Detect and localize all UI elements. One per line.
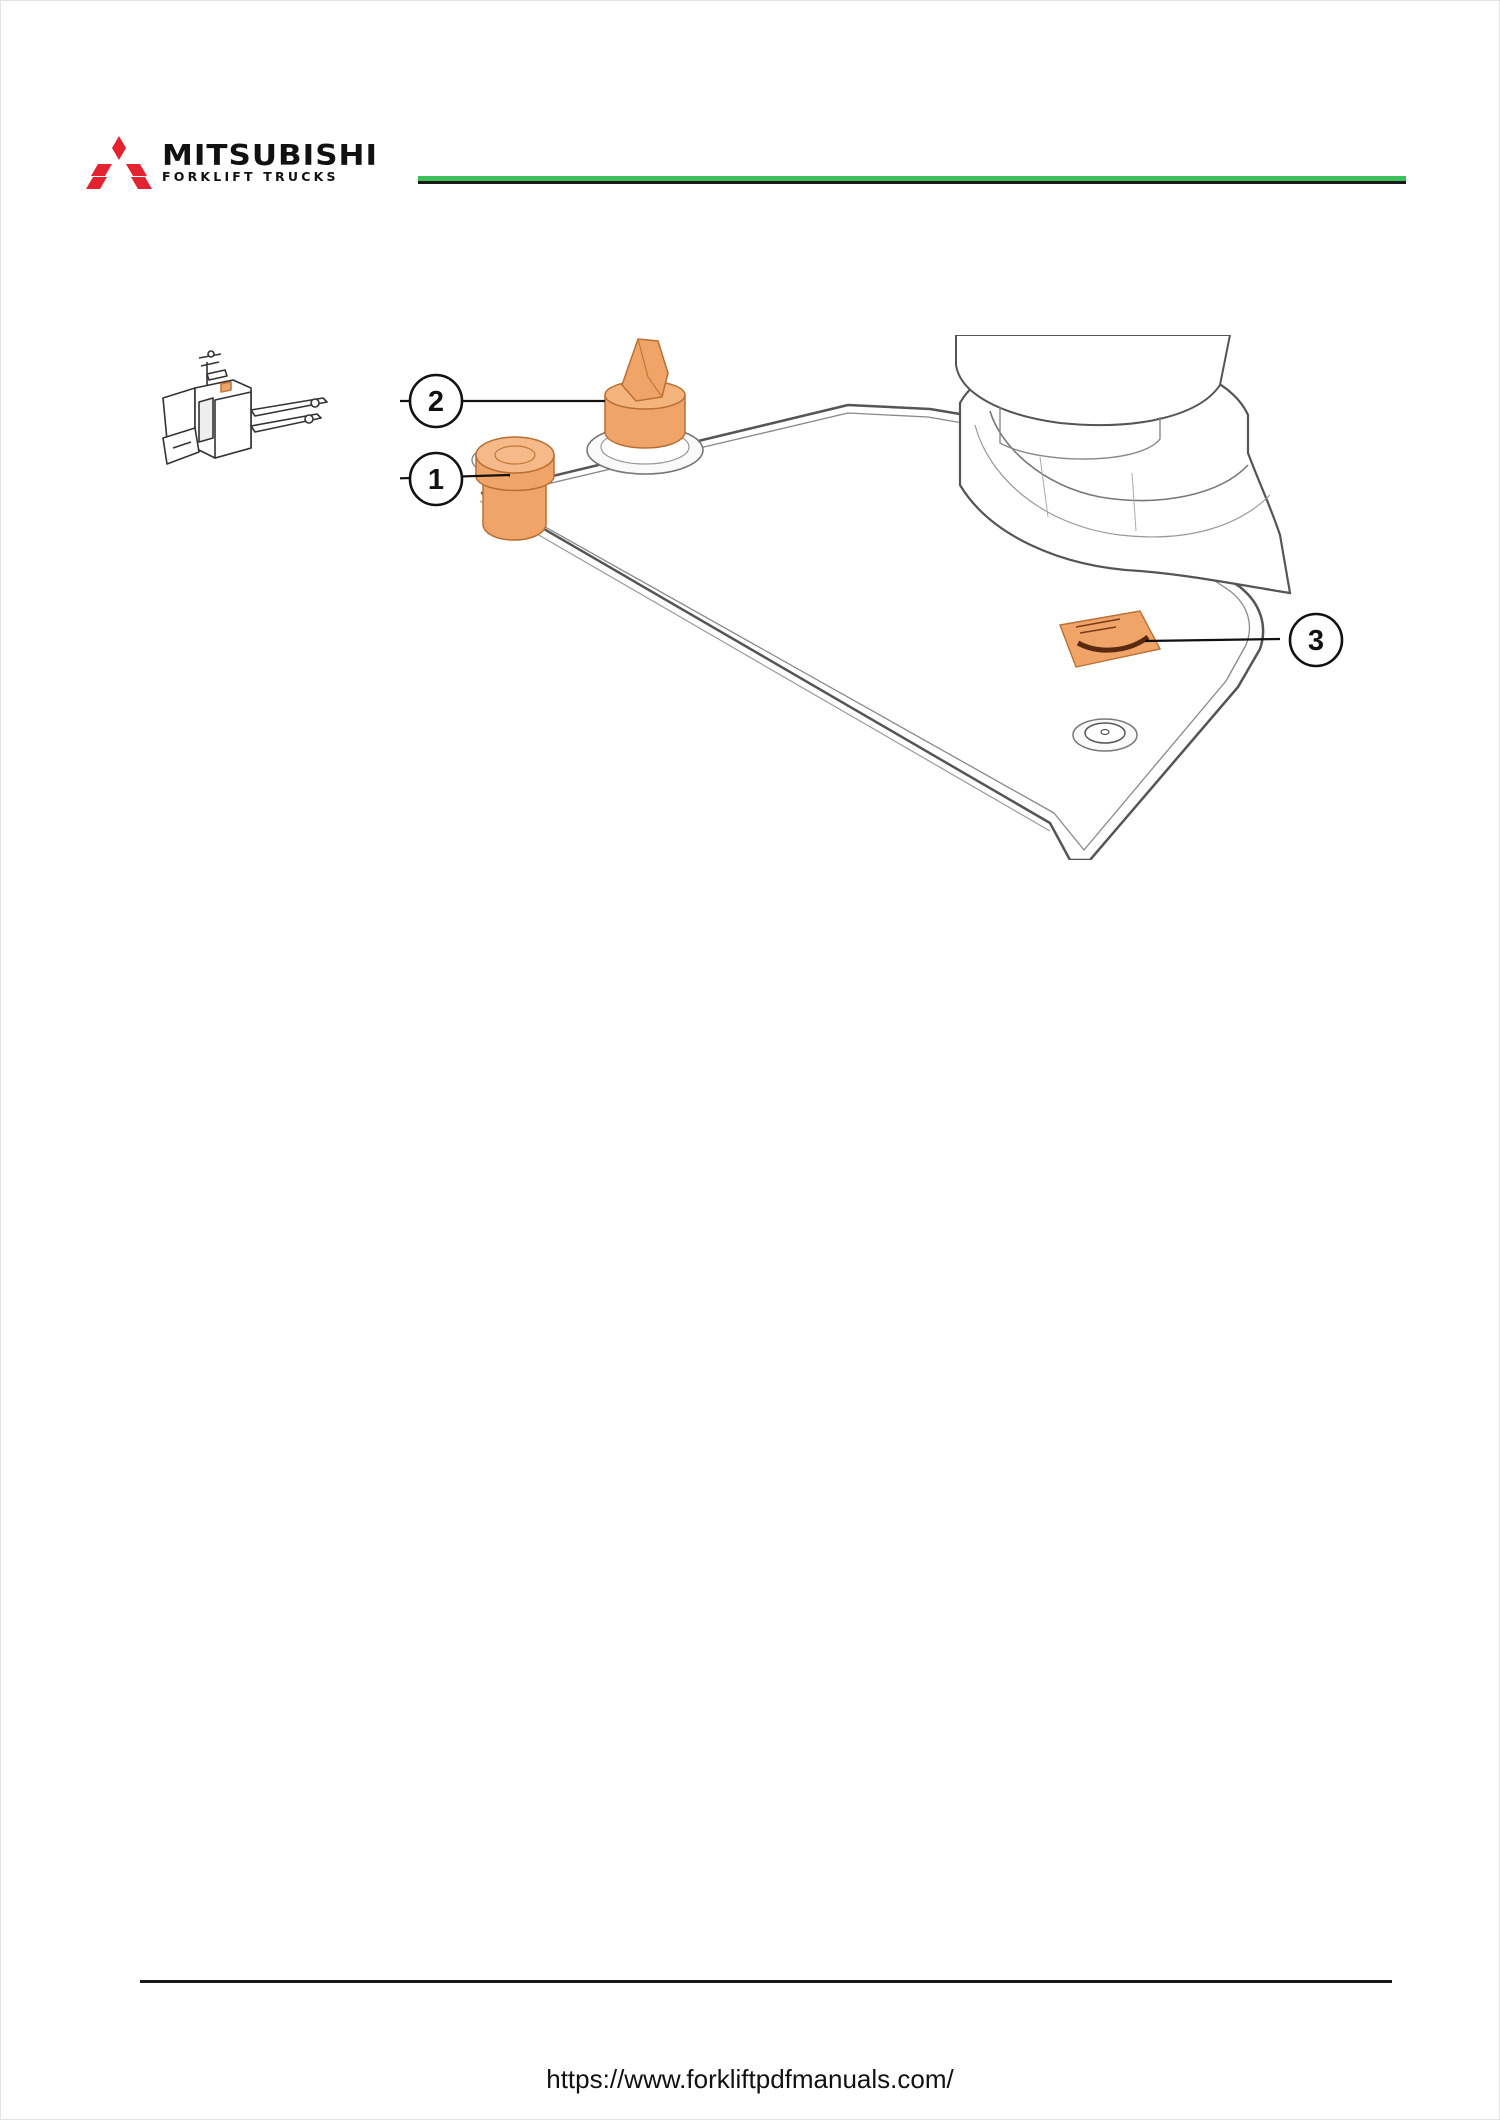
footer-rule bbox=[140, 1980, 1392, 1983]
page-header: MITSUBISHI FORKLIFT TRUCKS bbox=[86, 132, 1406, 192]
brand-name: MITSUBISHI bbox=[162, 142, 378, 171]
mitsubishi-three-diamonds-logo bbox=[86, 136, 152, 192]
brand-logo-text: MITSUBISHI FORKLIFT TRUCKS bbox=[162, 142, 378, 184]
header-rule-underline bbox=[418, 181, 1406, 184]
truck-thumbnail-illustration bbox=[155, 340, 335, 480]
footer-url-link[interactable]: https://www.forkliftpdfmanuals.com/ bbox=[0, 2064, 1500, 2095]
brand-subtitle: FORKLIFT TRUCKS bbox=[162, 171, 378, 184]
control-panel-illustration bbox=[400, 335, 1300, 860]
